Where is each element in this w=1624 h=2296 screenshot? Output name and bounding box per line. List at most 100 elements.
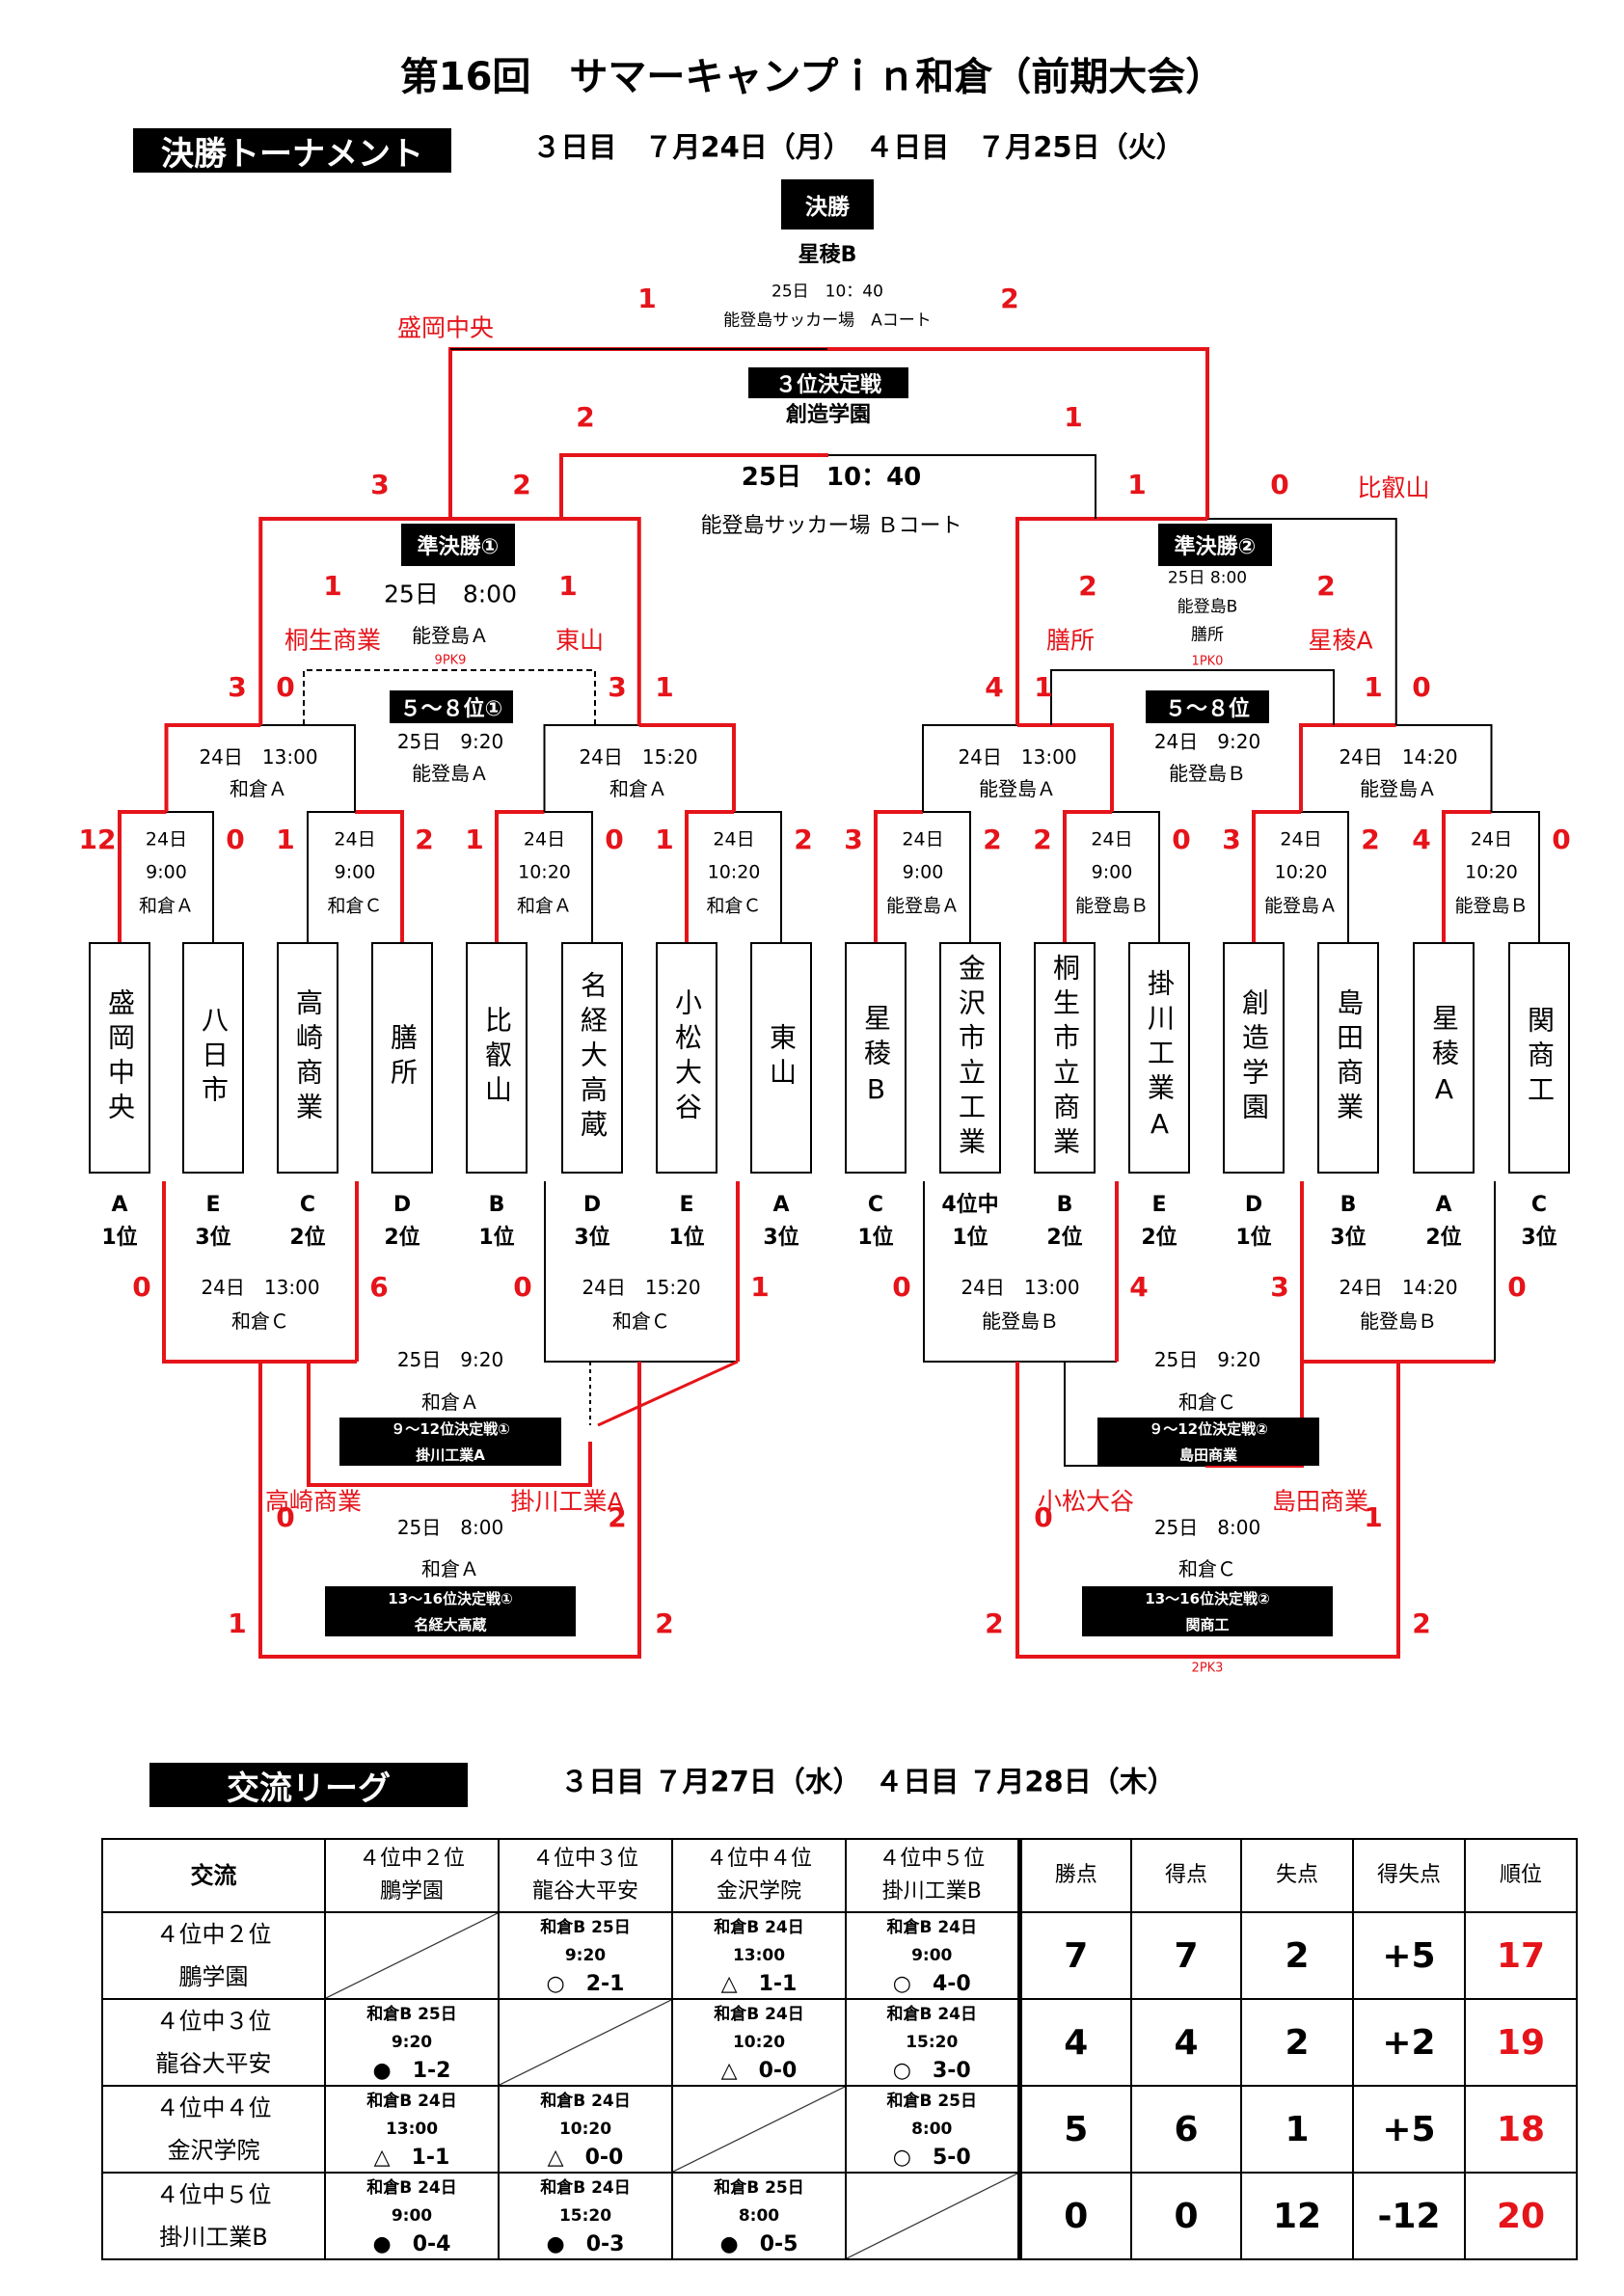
- league-stat: 6: [1130, 2085, 1242, 2174]
- qf-line-winner: [1299, 723, 1396, 812]
- r1-line-loser: [1301, 811, 1349, 950]
- p1316-1-label: 13～16位決定戦①: [388, 1590, 513, 1607]
- league-col-header: ４位中５位掛川工業B: [845, 1838, 1020, 1913]
- team-rank: 1位: [952, 1226, 988, 1250]
- p912-1-score-right: 2: [608, 1501, 627, 1533]
- tournament-header: 決勝トーナメント: [133, 128, 451, 174]
- p58-2-label: ５～８位: [1146, 690, 1269, 723]
- l3: [923, 1181, 1117, 1363]
- r1-score-right: 0: [1552, 824, 1571, 855]
- r1-line-winner: [495, 810, 545, 950]
- p1316-2: [1015, 1362, 1400, 1659]
- league-stat: 17: [1464, 1911, 1578, 2000]
- row-team: 鵬学園: [178, 1963, 249, 1990]
- team-name: 創造学園: [1238, 988, 1270, 1127]
- row-team: 掛川工業B: [159, 2224, 268, 2251]
- qf-line-winner: [638, 723, 736, 812]
- league-stat: 12: [1240, 2172, 1354, 2260]
- third-time: 25日 10：40: [741, 463, 922, 492]
- p1316-2-score-left: 2: [985, 1607, 1004, 1639]
- league-row-header: ４位中２位鵬学園: [101, 1911, 326, 2000]
- sf2-label: 準決勝②: [1158, 524, 1272, 566]
- r1-venue: 能登島Ｂ: [1454, 895, 1529, 917]
- team-box: 金沢市立工業: [939, 942, 1001, 1174]
- sf1-label: 準決勝①: [401, 524, 515, 566]
- row-seed: ４位中３位: [155, 2008, 272, 2035]
- r1-day: 24日: [523, 828, 566, 851]
- match-l2: 13:00: [732, 1945, 786, 1965]
- team-name: 桐生市立商業: [1049, 954, 1081, 1162]
- p912-1-arrow: [597, 1360, 739, 1427]
- sf2-final-score-left: 1: [1127, 469, 1147, 500]
- league-stat-header: 失点: [1240, 1838, 1354, 1913]
- team-box: 掛川工業A: [1128, 942, 1190, 1174]
- league-self-cell: [498, 1998, 673, 2087]
- r1-line-winner: [118, 810, 167, 950]
- league-header: 交流リーグ: [149, 1763, 468, 1808]
- team-name: 島田商業: [1333, 988, 1365, 1127]
- col-seed: ４位中４位: [705, 1847, 812, 1871]
- match-l1: 和倉B 24日: [540, 2091, 631, 2111]
- league-col-header: ４位中４位金沢学院: [671, 1838, 847, 1913]
- match-l2: 10:20: [732, 2032, 786, 2052]
- lower-day: 24日 15:20: [582, 1276, 701, 1299]
- l4-left: [1300, 1181, 1495, 1364]
- league-stat-header: 得点: [1130, 1838, 1242, 1913]
- match-r: △ 1-1: [720, 1971, 798, 1996]
- r1-score-right: 0: [226, 824, 245, 855]
- league-stat: +5: [1352, 2085, 1466, 2174]
- r1-score-left: 1: [276, 824, 295, 855]
- lower-score-left: 3: [1270, 1271, 1289, 1303]
- league-stat: -12: [1352, 2172, 1466, 2260]
- r1-line-loser: [1112, 811, 1160, 950]
- team-rank: 2位: [1425, 1226, 1462, 1250]
- lower-venue: 能登島Ｂ: [1360, 1310, 1437, 1333]
- team-box: 東山: [750, 942, 812, 1174]
- team-name: 星稜B: [860, 1003, 892, 1113]
- third-score-right: 1: [1064, 401, 1083, 433]
- r1-line-loser: [166, 811, 214, 950]
- match-l2: 9:00: [391, 2205, 433, 2226]
- row-seed: ４位中５位: [155, 2181, 272, 2208]
- team-group: E: [679, 1193, 694, 1217]
- qf3-day: 24日 13:00: [958, 745, 1077, 769]
- col-team: 鵬学園: [379, 1879, 444, 1904]
- team-name: 小松大谷: [671, 988, 703, 1127]
- lower-venue: 能登島Ｂ: [982, 1310, 1059, 1333]
- r1-venue: 和倉Ａ: [138, 895, 195, 917]
- r1-day: 24日: [1091, 828, 1133, 851]
- p912-1-winner: 掛川工業A: [416, 1446, 485, 1464]
- lower-day: 24日 14:20: [1339, 1276, 1458, 1299]
- team-name: 東山: [766, 1023, 798, 1093]
- team-box: 比叡山: [466, 942, 528, 1174]
- team-box: 高崎商業: [277, 942, 338, 1174]
- team-group: A: [111, 1193, 128, 1217]
- p912-2-team-left: 小松大谷: [1037, 1487, 1135, 1516]
- qf1-venue: 和倉Ａ: [230, 777, 287, 800]
- match-l2: 9:20: [564, 1945, 607, 1965]
- sf1-final-score-right: 2: [512, 469, 531, 500]
- r1-venue: 能登島Ａ: [1263, 895, 1339, 917]
- p912-1-team-left: 高崎商業: [264, 1487, 363, 1516]
- team-group: B: [488, 1193, 505, 1217]
- final-winner: 星稜B: [798, 243, 857, 267]
- team-group: 4位中: [941, 1193, 999, 1217]
- final-venue: 能登島サッカー場 Aコート: [723, 311, 932, 331]
- league-stat: 2: [1240, 1911, 1354, 2000]
- r1-score-left: 12: [78, 824, 117, 855]
- team-box: 膳所: [371, 942, 433, 1174]
- p912-2-box: ９～12位決定戦② 島田商業: [1097, 1418, 1319, 1466]
- lower-score-right: 6: [369, 1271, 389, 1303]
- match-r: ○ 3-0: [892, 2058, 971, 2083]
- sf1-left: [258, 517, 450, 725]
- team-name: 八日市: [198, 1006, 230, 1110]
- qf3-venue: 能登島Ａ: [979, 777, 1056, 800]
- r1-venue: 和倉Ｃ: [706, 895, 762, 917]
